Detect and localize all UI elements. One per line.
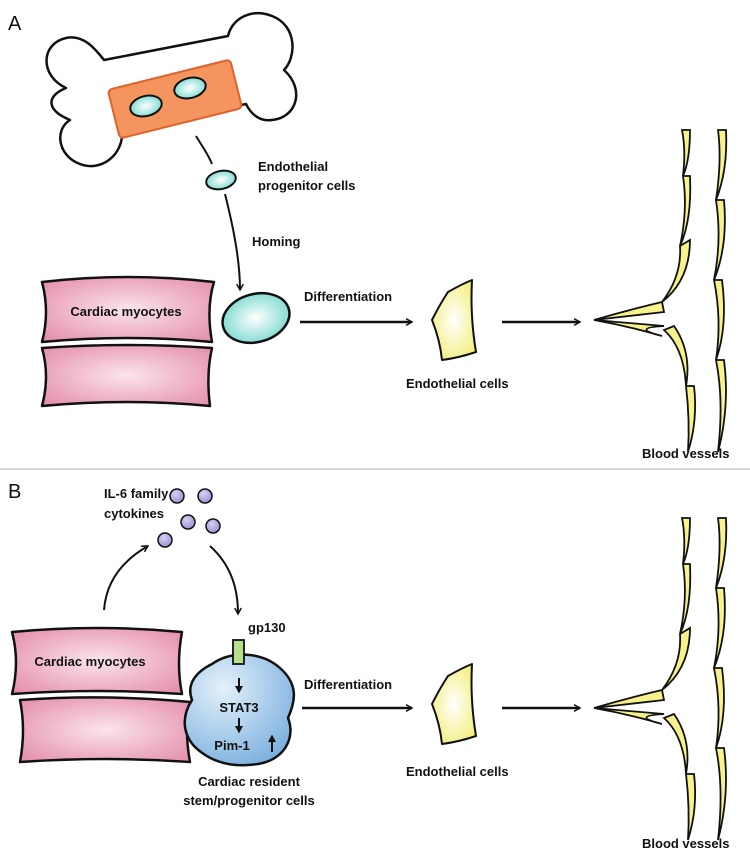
panel-b: B IL-6 family cytokines gp130 Cardiac my… xyxy=(8,481,729,851)
label-endothelial-cells: Endothelial cells xyxy=(406,376,509,391)
bone-marrow-niche xyxy=(107,59,243,139)
myocyte-cell xyxy=(10,626,184,696)
homed-progenitor-cell xyxy=(221,291,291,345)
resident-stem-cell: STAT3 Pim-1 xyxy=(183,639,295,767)
myocyte-cell xyxy=(40,343,214,408)
cytokine-particle xyxy=(180,514,196,530)
panel-a-letter: A xyxy=(8,13,22,35)
label-gp130: gp130 xyxy=(248,620,286,635)
label-blood-vessels-b: Blood vessels xyxy=(642,836,729,851)
binding-arrow xyxy=(209,545,238,614)
label-progenitor-cells: progenitor cells xyxy=(258,178,356,193)
label-stat3: STAT3 xyxy=(219,700,258,715)
label-cardiac-myocytes: Cardiac myocytes xyxy=(70,304,181,319)
cytokine-particle xyxy=(169,488,185,504)
label-differentiation-b: Differentiation xyxy=(304,677,392,692)
endothelial-cell xyxy=(431,279,477,361)
cytokines xyxy=(157,488,221,548)
blood-vessels-b xyxy=(593,517,728,841)
cytokine-particle xyxy=(205,518,221,534)
label-cardiac-resident: Cardiac resident xyxy=(198,774,301,789)
endothelial-cell-b xyxy=(431,663,477,745)
mobilization-line xyxy=(195,135,213,165)
gp130-receptor xyxy=(232,639,245,665)
label-pim1: Pim-1 xyxy=(214,738,249,753)
label-il6-family: IL-6 family xyxy=(104,486,169,501)
blood-vessels-a xyxy=(593,129,728,453)
cytokine-particle xyxy=(157,532,173,548)
label-cardiac-myocytes-b: Cardiac myocytes xyxy=(34,654,145,669)
circulating-progenitor-cell xyxy=(205,169,237,191)
bone-illustration xyxy=(45,11,298,168)
label-cytokines: cytokines xyxy=(104,506,164,521)
panel-a: A Endothelial progenitor cells Homing Ca… xyxy=(8,11,729,461)
progenitor-cell-in-marrow xyxy=(173,76,207,100)
homing-arrow xyxy=(224,193,240,290)
myocyte-cell xyxy=(40,275,216,344)
label-homing: Homing xyxy=(252,234,300,249)
progenitor-cell-in-marrow xyxy=(129,94,163,118)
myocyte-cell xyxy=(18,696,192,764)
cardiac-myocytes-b: Cardiac myocytes xyxy=(10,626,192,764)
label-stem-progenitor-cells: stem/progenitor cells xyxy=(183,793,314,808)
label-differentiation: Differentiation xyxy=(304,289,392,304)
secretion-arrow xyxy=(103,545,148,611)
label-endothelial-cells-b: Endothelial cells xyxy=(406,764,509,779)
stem-cell-body xyxy=(183,653,295,767)
cardiac-myocytes-a: Cardiac myocytes xyxy=(40,275,216,408)
label-blood-vessels: Blood vessels xyxy=(642,446,729,461)
panel-b-letter: B xyxy=(8,481,21,503)
cytokine-particle xyxy=(197,488,213,504)
label-endothelial: Endothelial xyxy=(258,159,328,174)
